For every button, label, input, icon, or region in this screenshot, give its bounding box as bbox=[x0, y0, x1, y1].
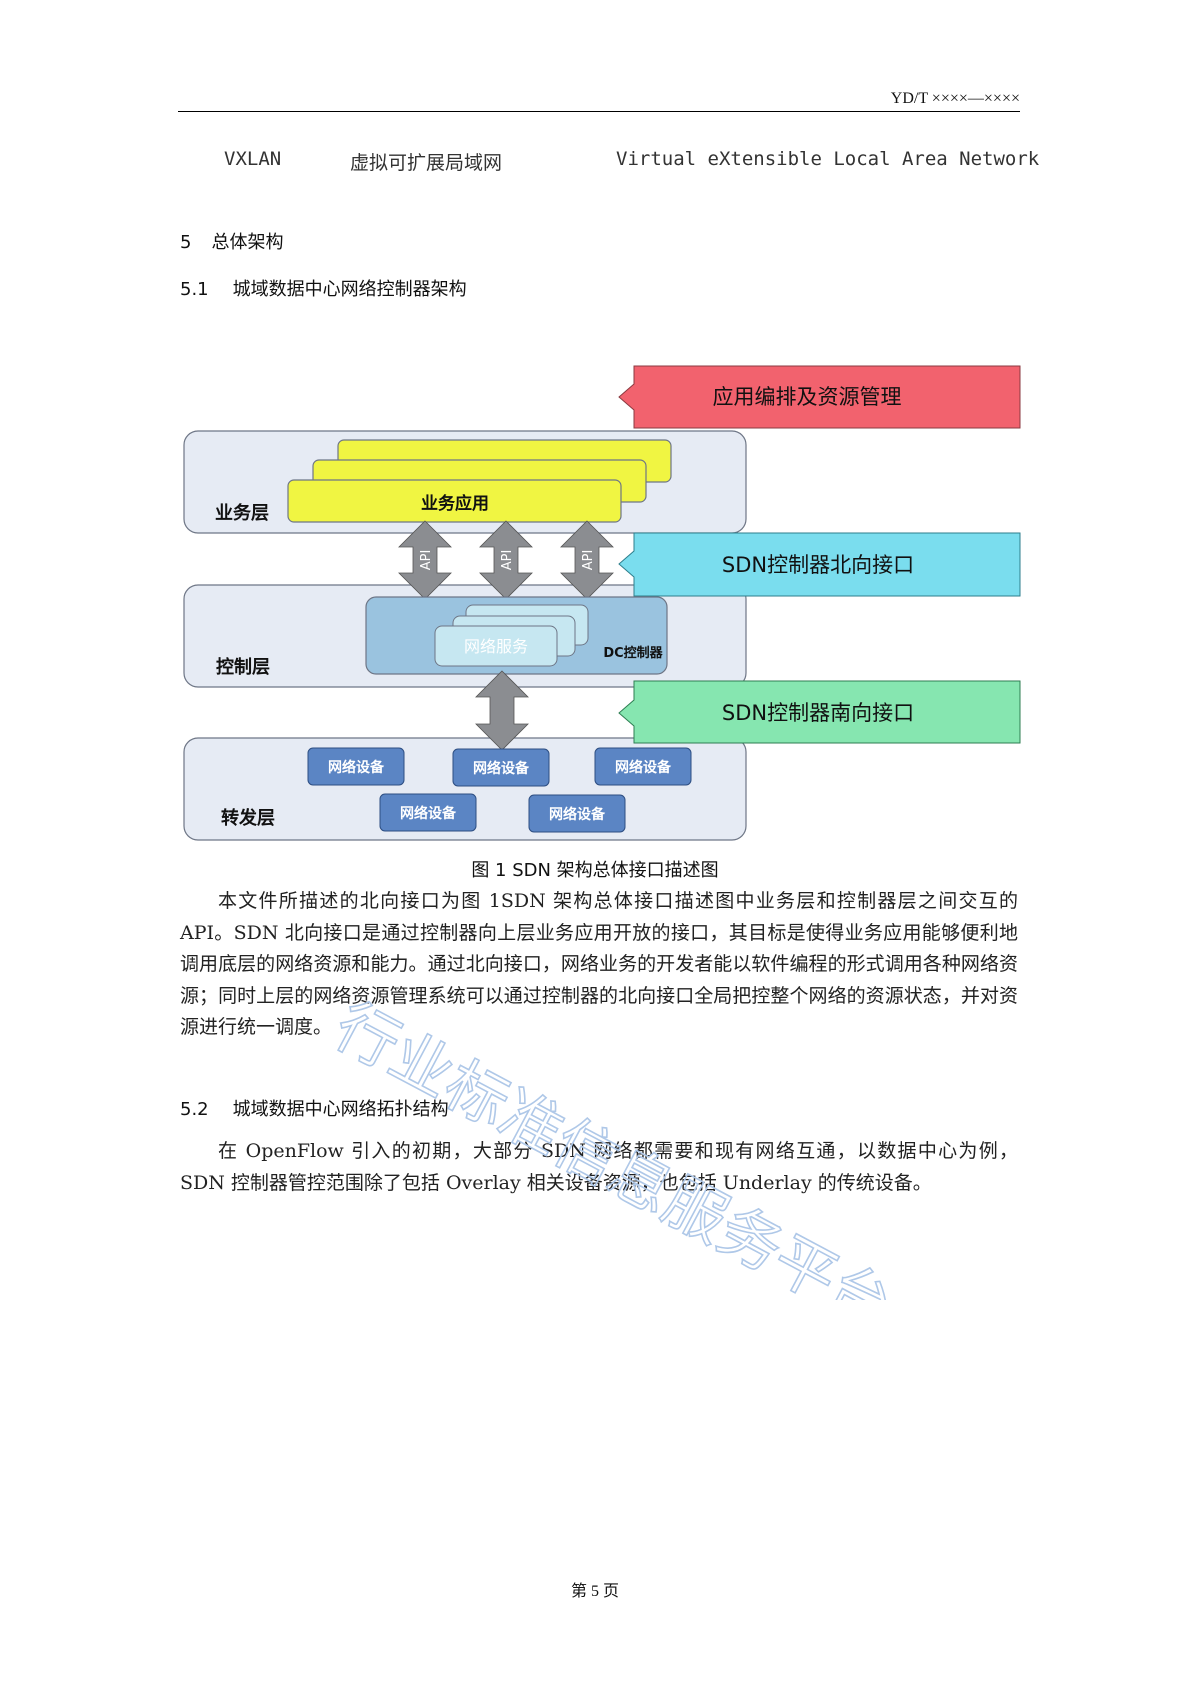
api-label: API bbox=[500, 550, 515, 571]
network-device-3: 网络设备 bbox=[594, 747, 692, 786]
section-number: 5 bbox=[180, 232, 192, 253]
api-label: API bbox=[581, 550, 596, 571]
section-5-2-heading: 5.2 城域数据中心网络拓扑结构 bbox=[180, 1095, 449, 1121]
business-app-label: 业务应用 bbox=[421, 493, 489, 514]
forwarding-layer-label: 转发层 bbox=[221, 807, 275, 829]
north-callout-text: SDN控制器北向接口 bbox=[722, 553, 914, 577]
section-number: 5.1 bbox=[180, 279, 209, 300]
top-callout-box bbox=[618, 365, 1021, 429]
network-device-1: 网络设备 bbox=[307, 747, 405, 786]
section-title: 城域数据中心网络控制器架构 bbox=[232, 279, 467, 300]
north-callout-box bbox=[618, 532, 1021, 597]
network-service-box-front bbox=[434, 625, 558, 667]
section-title: 总体架构 bbox=[211, 232, 284, 253]
section-5-heading: 5 总体架构 bbox=[180, 228, 283, 254]
sdn-architecture-figure: 应用编排及资源管理 SDN控制器北向接口 SDN控制器南向接口 业务应用 业务层… bbox=[183, 365, 1021, 841]
document-code: YD/T ××××—×××× bbox=[890, 90, 1020, 107]
network-device-label: 网络设备 bbox=[549, 806, 606, 823]
abbreviation-term: VXLAN bbox=[224, 148, 282, 170]
network-device-label: 网络设备 bbox=[473, 760, 530, 777]
paragraph-text: 在 OpenFlow 引入的初期，大部分 SDN 网络都需要和现有网络互通，以数… bbox=[180, 1140, 1018, 1194]
network-device-label: 网络设备 bbox=[615, 759, 672, 776]
paragraph-text: 本文件所描述的北向接口为图 1SDN 架构总体接口描述图中业务层和控制器层之间交… bbox=[180, 890, 1018, 1038]
section-title: 城域数据中心网络拓扑结构 bbox=[232, 1099, 449, 1120]
south-callout-box bbox=[618, 680, 1021, 744]
network-device-5: 网络设备 bbox=[528, 794, 626, 833]
network-device-label: 网络设备 bbox=[328, 759, 385, 776]
figure-caption: 图 1 SDN 架构总体接口描述图 bbox=[471, 860, 719, 881]
south-callout-text: SDN控制器南向接口 bbox=[722, 701, 914, 725]
api-label: API bbox=[419, 550, 434, 571]
top-callout-text: 应用编排及资源管理 bbox=[713, 385, 902, 409]
api-arrow-1: API bbox=[398, 520, 452, 600]
business-app-box-front bbox=[287, 479, 622, 523]
business-layer-label: 业务层 bbox=[215, 502, 269, 524]
section-5-1-heading: 5.1 城域数据中心网络控制器架构 bbox=[180, 275, 467, 301]
network-device-label: 网络设备 bbox=[400, 805, 457, 822]
page-number: 第 5 页 bbox=[570, 1583, 619, 1600]
abbreviation-english: Virtual eXtensible Local Area Network bbox=[616, 148, 1040, 170]
abbreviation-chinese: 虚拟可扩展局域网 bbox=[350, 152, 503, 174]
network-service-label: 网络服务 bbox=[464, 637, 528, 656]
network-device-4: 网络设备 bbox=[379, 793, 477, 832]
network-device-2: 网络设备 bbox=[452, 748, 550, 787]
dc-controller-label: DC控制器 bbox=[603, 645, 663, 661]
paragraph-topology: 在 OpenFlow 引入的初期，大部分 SDN 网络都需要和现有网络互通，以数… bbox=[180, 1136, 1018, 1199]
header-divider bbox=[178, 111, 1020, 112]
paragraph-northbound-interface: 本文件所描述的北向接口为图 1SDN 架构总体接口描述图中业务层和控制器层之间交… bbox=[180, 886, 1018, 1044]
control-layer-label: 控制层 bbox=[216, 656, 270, 678]
section-number: 5.2 bbox=[180, 1099, 209, 1120]
